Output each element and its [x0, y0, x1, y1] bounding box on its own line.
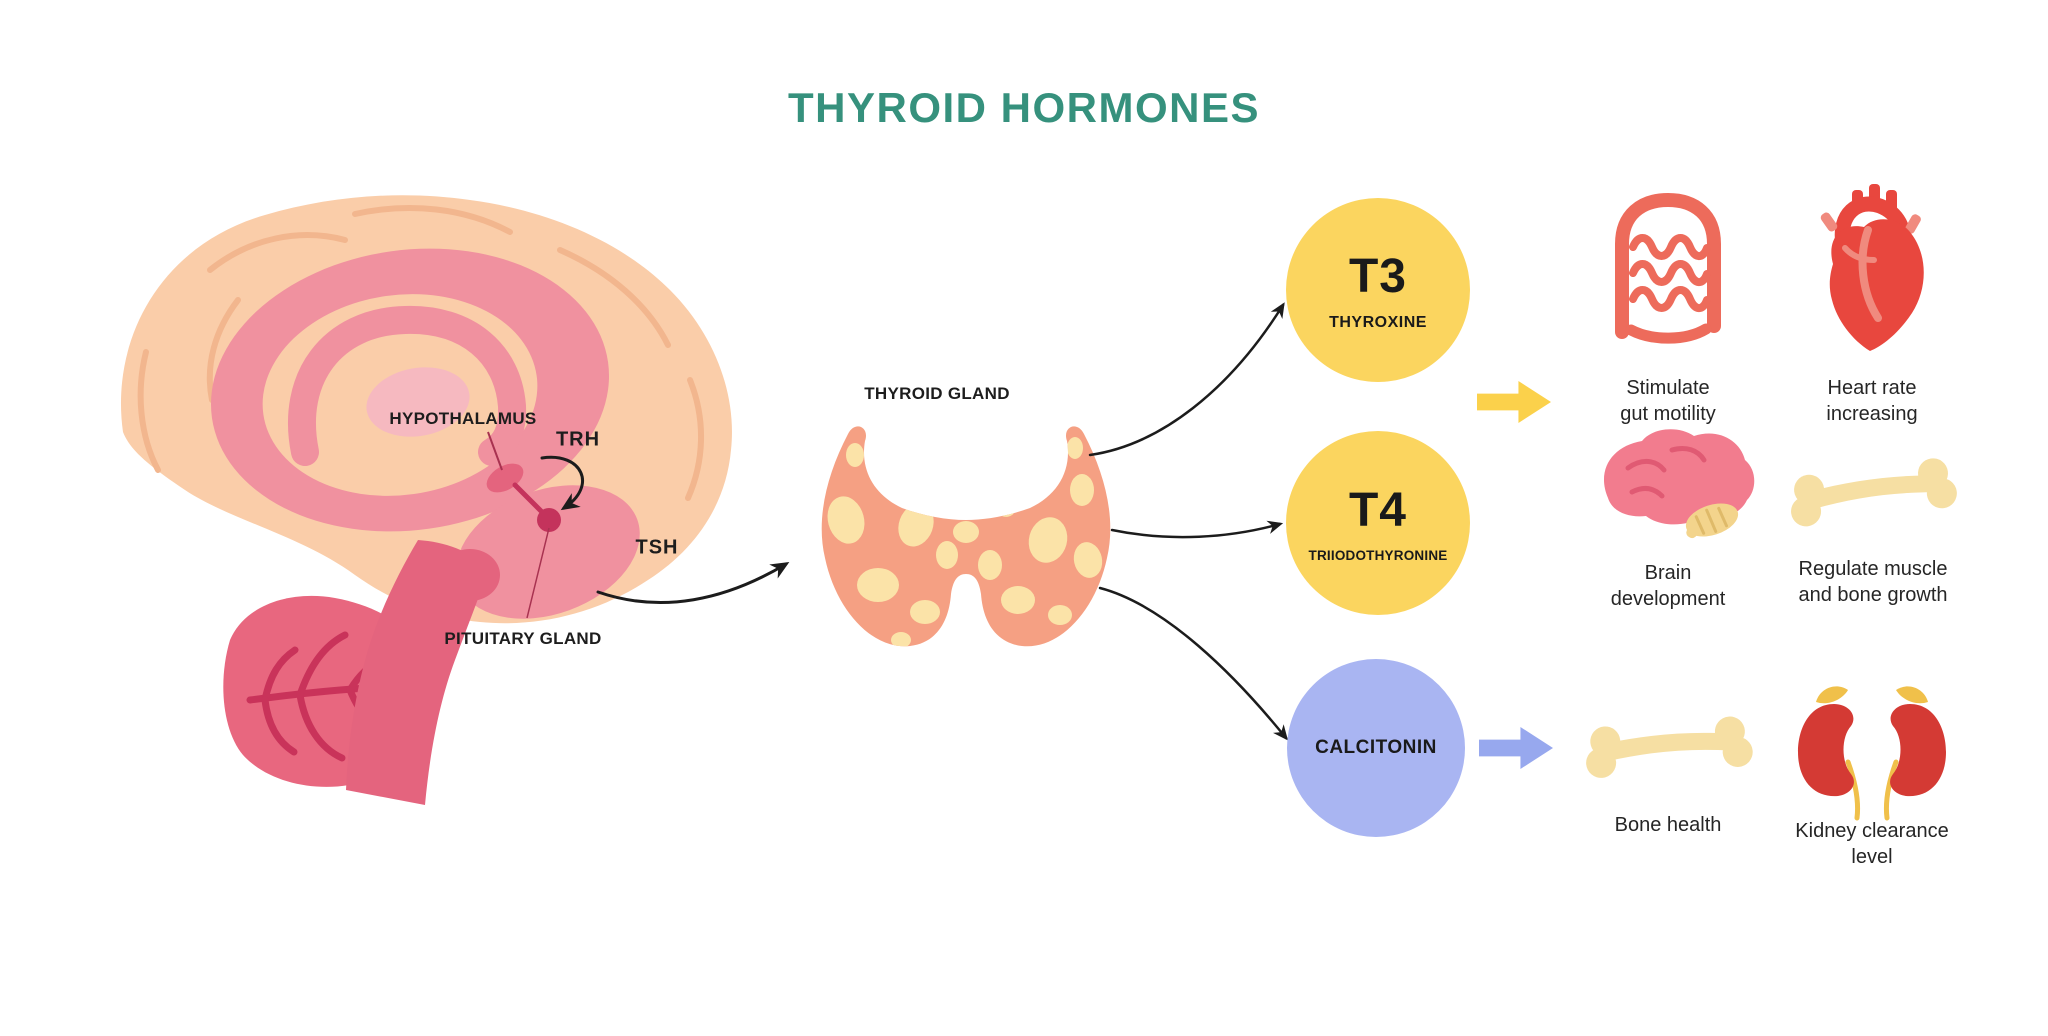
hormone-t4-abbr: T4 — [1348, 484, 1407, 537]
bone-icon — [1786, 454, 1959, 530]
thyroid-gland-label: THYROID GLAND — [864, 384, 1010, 403]
pituitary-gland-label: PITUITARY GLAND — [444, 629, 602, 648]
effect-label-heart-rate: Heart rate increasing — [1826, 377, 1918, 425]
hormone-t3-circle: T3 THYROXINE — [1286, 198, 1470, 382]
effect-label-brain-development: Brain development — [1610, 562, 1726, 610]
pituitary-pointer-line — [526, 527, 550, 619]
trh-arrow — [540, 455, 584, 511]
hormone-t3-abbr: T3 — [1348, 249, 1407, 303]
thyroid-to-t3-arrow — [1088, 302, 1285, 457]
hypothalamus-pointer-line — [487, 431, 503, 471]
effect-label-bone-health: Bone health — [1614, 814, 1722, 836]
hormone-calcitonin-name: CALCITONIN — [1315, 737, 1437, 758]
heart-icon — [1820, 184, 1924, 351]
hormone-t4-circle: T4 TRIIODOTHYRONINE — [1286, 431, 1470, 615]
trh-label: TRH — [555, 428, 601, 451]
thyroid-to-calcitonin-arrow — [1098, 586, 1289, 741]
hormone-t4-name: TRIIODOTHYRONINE — [1308, 548, 1448, 563]
hormone-calcitonin-circle: CALCITONIN — [1287, 659, 1465, 837]
brainstem-shape — [346, 540, 488, 805]
thyroid-to-t4-arrow — [1110, 520, 1284, 539]
brain-icon — [1603, 429, 1755, 539]
effect-label-gut-motility: Stimulate gut motility — [1620, 377, 1716, 425]
intestine-icon — [1615, 192, 1721, 344]
hormone-t3-name: THYROXINE — [1329, 313, 1427, 331]
effect-label-kidney-clearance: Kidney clearance level — [1795, 820, 1949, 868]
thyroid-follicles — [827, 437, 1103, 647]
tsh-arrow — [596, 561, 790, 605]
pituitary-gland-shape — [537, 508, 561, 532]
tsh-label: TSH — [635, 536, 679, 559]
effect-label-muscle-bone-growth: Regulate muscle and bone growth — [1798, 558, 1948, 606]
page-title: THYROID HORMONES — [787, 84, 1260, 131]
bone-icon — [1583, 713, 1754, 781]
kidneys-icon — [1798, 686, 1946, 821]
hypothalamus-label: HYPOTHALAMUS — [389, 409, 537, 428]
brain-illustration — [120, 195, 790, 805]
thyroid-illustration — [821, 426, 1111, 647]
